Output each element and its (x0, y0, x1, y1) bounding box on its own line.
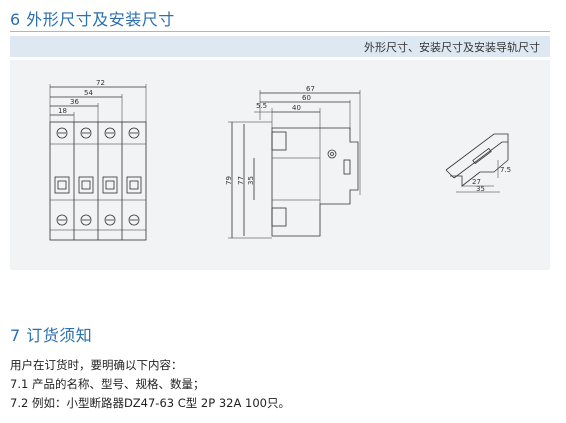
dim-depth-60: 60 (302, 94, 311, 102)
dim-width-18: 18 (58, 107, 67, 115)
caption-band-label: 外形尺寸、安装尺寸及安装导轨尺寸 (364, 41, 540, 54)
title-underline (10, 31, 550, 32)
dimension-drawing: 72 54 36 18 (49, 79, 511, 241)
dim-height-35: 35 (247, 176, 255, 185)
dim-height-77: 77 (237, 176, 245, 185)
dim-width-54: 54 (84, 89, 93, 97)
drawing-panel: 72 54 36 18 (10, 60, 550, 270)
section-6-title: 6 外形尺寸及安装尺寸 (10, 10, 175, 29)
dim-rail-35: 35 (476, 185, 485, 193)
dim-rail-7-5: 7.5 (500, 166, 511, 174)
dim-rail-27: 27 (472, 178, 481, 186)
dim-width-36: 36 (70, 98, 79, 106)
order-item-7-2: 7.2 例如：小型断路器DZ47-63 C型 2P 32A 100只。 (10, 396, 290, 410)
dim-width-72: 72 (96, 79, 105, 87)
dim-depth-40: 40 (292, 104, 301, 112)
dim-height-79: 79 (225, 176, 233, 185)
order-item-7-1: 7.1 产品的名称、型号、规格、数量； (10, 377, 205, 391)
caption-band: 外形尺寸、安装尺寸及安装导轨尺寸 (10, 36, 550, 57)
side-view (228, 90, 361, 239)
dim-depth-67: 67 (306, 85, 315, 93)
dim-offset-5-5: 5.5 (256, 102, 267, 110)
order-intro: 用户在订货时，要明确以下内容： (10, 358, 183, 372)
din-rail (445, 133, 509, 193)
section-7-title: 7 订货须知 (10, 326, 93, 345)
front-view (49, 84, 147, 241)
